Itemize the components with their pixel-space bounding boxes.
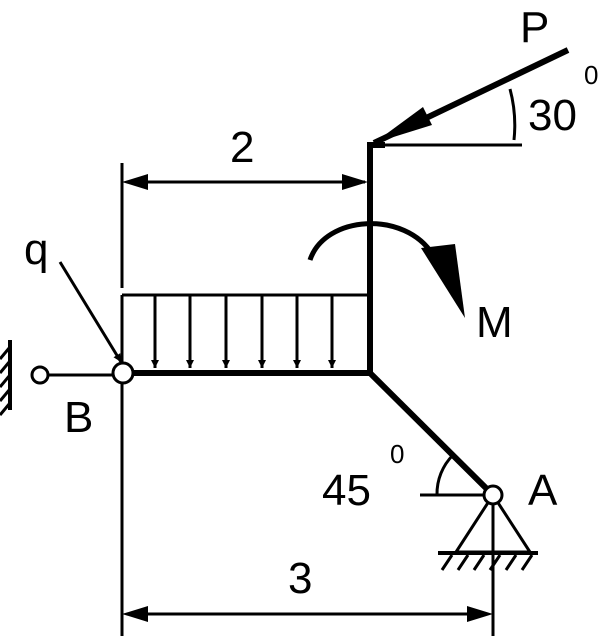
hinge-a bbox=[482, 484, 504, 506]
label-a: A bbox=[528, 466, 558, 515]
label-m: M bbox=[476, 298, 513, 347]
hinge-b bbox=[111, 361, 135, 385]
label-30: 30 bbox=[528, 91, 577, 140]
label-b: B bbox=[64, 393, 93, 442]
label-dim-3: 3 bbox=[288, 554, 312, 603]
frame bbox=[119, 142, 498, 500]
support-b bbox=[0, 340, 135, 416]
force-p bbox=[372, 47, 570, 147]
angle-45 bbox=[420, 453, 484, 497]
distributed-load bbox=[120, 293, 370, 368]
label-q: q bbox=[24, 225, 48, 274]
label-p: P bbox=[520, 3, 549, 52]
inclined-member bbox=[365, 368, 498, 500]
label-45: 45 bbox=[322, 466, 371, 515]
dimension-3 bbox=[120, 383, 495, 636]
label-45-sup: 0 bbox=[390, 439, 404, 469]
label-30-sup: 0 bbox=[584, 60, 598, 90]
angle-arc-45 bbox=[435, 453, 455, 496]
q-leader bbox=[58, 261, 123, 363]
label-dim-2: 2 bbox=[230, 123, 254, 172]
moment-m bbox=[307, 221, 465, 318]
dimension-2 bbox=[120, 163, 368, 288]
support-a bbox=[438, 484, 538, 571]
hinge-b-wall bbox=[30, 365, 50, 385]
angle-arc-30 bbox=[508, 88, 517, 141]
moment-arc bbox=[307, 221, 436, 261]
